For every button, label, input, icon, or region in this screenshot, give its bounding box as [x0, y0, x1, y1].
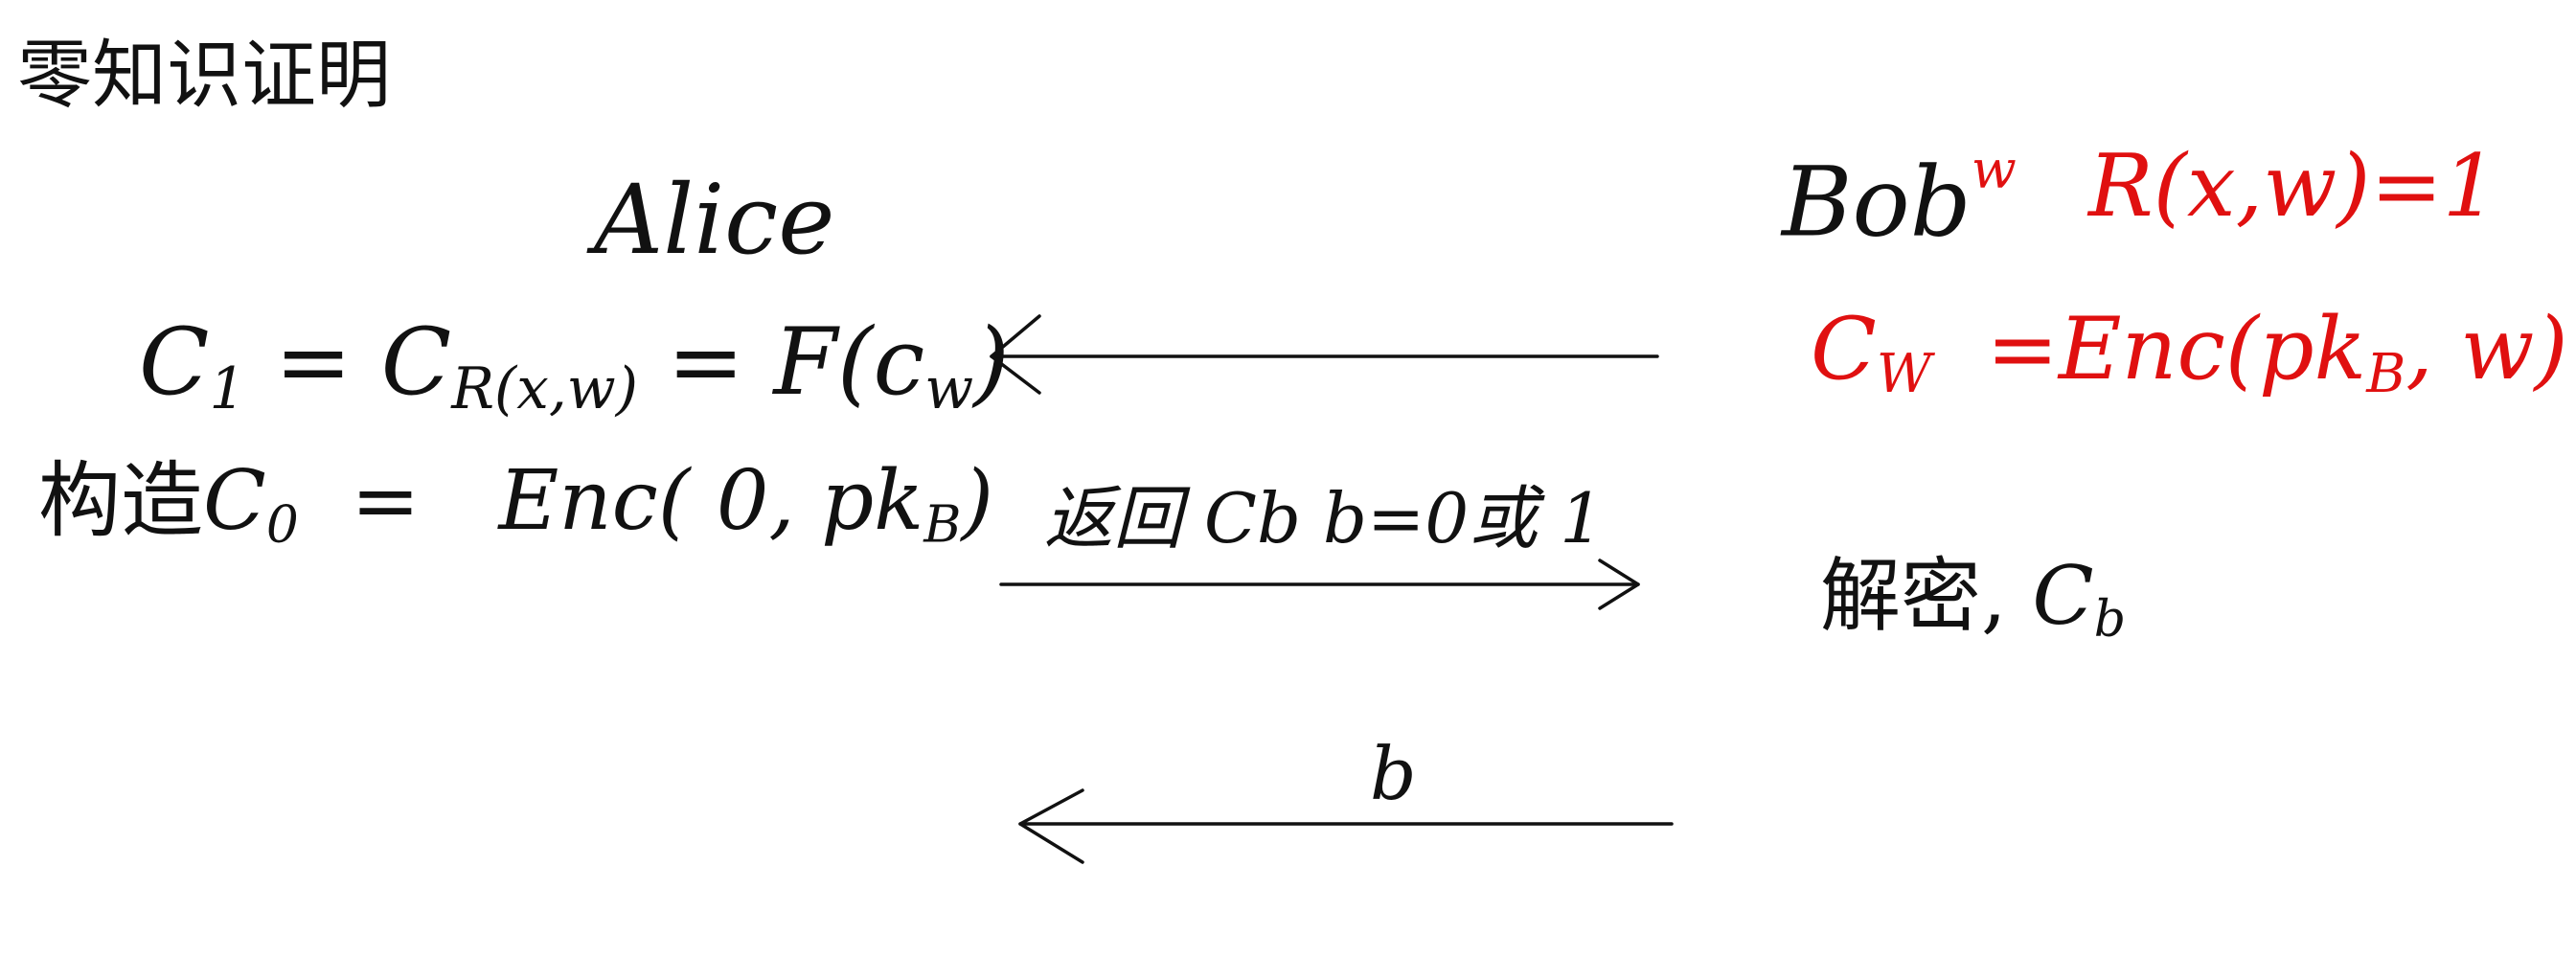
cw-sub: W [1876, 342, 1932, 405]
bob-superscript-w: w [1971, 139, 2017, 200]
c0-enc-sub: B [923, 494, 962, 555]
c0-eq: = [351, 453, 421, 549]
c1-eq2: = [667, 308, 744, 416]
arrow-cw-to-alice [990, 314, 1659, 395]
c0-enc-expr: Enc( 0, pk [498, 453, 924, 549]
alice-label: Alice [594, 164, 835, 276]
cw-enc-rest: , w) [2405, 299, 2568, 399]
cr-sub: R(x,w) [451, 355, 638, 422]
relation-statement: R(x,w)=1 [2088, 136, 2498, 237]
cb-var: C [2032, 549, 2094, 643]
c1-equation: C1 = CR(x,w) = F(cw) [139, 316, 1010, 418]
f-sub: w [924, 355, 974, 422]
return-message-label: 返回 Cb b=0或 1 [1044, 478, 1604, 559]
cb-sub: b [2093, 591, 2127, 650]
c0-var: C [203, 453, 266, 549]
c0-enc-close: ) [961, 453, 994, 549]
b-message-label: b [1370, 731, 1417, 816]
c1-sub: 1 [209, 355, 246, 422]
c1-var: C [139, 308, 210, 416]
f-expr: F(c [773, 308, 925, 416]
decrypt-label: 解密, [1820, 549, 2007, 643]
cw-enc-expr: =Enc(pk [1986, 299, 2367, 399]
c0-construction: 构造C0 = Enc( 0, pkB) [38, 460, 993, 551]
page-title: 零知识证明 [17, 33, 392, 119]
bob-label: Bobw [1782, 144, 2017, 251]
cw-enc-sub: B [2366, 342, 2406, 405]
cw-encryption: CW =Enc(pkB, w) [1811, 307, 2568, 401]
cr-var: C [380, 308, 452, 416]
bob-name: Bob [1782, 146, 1972, 259]
c1-eq1: = [274, 308, 353, 416]
arrow-cb-to-bob [999, 559, 1640, 610]
arrow-b-to-alice [1018, 788, 1674, 864]
f-close: ) [973, 308, 1010, 416]
construct-label: 构造 [38, 453, 203, 549]
c0-sub: 0 [265, 494, 299, 555]
decrypt-note: 解密, Cb [1820, 556, 2126, 645]
cw-var: C [1811, 299, 1877, 399]
